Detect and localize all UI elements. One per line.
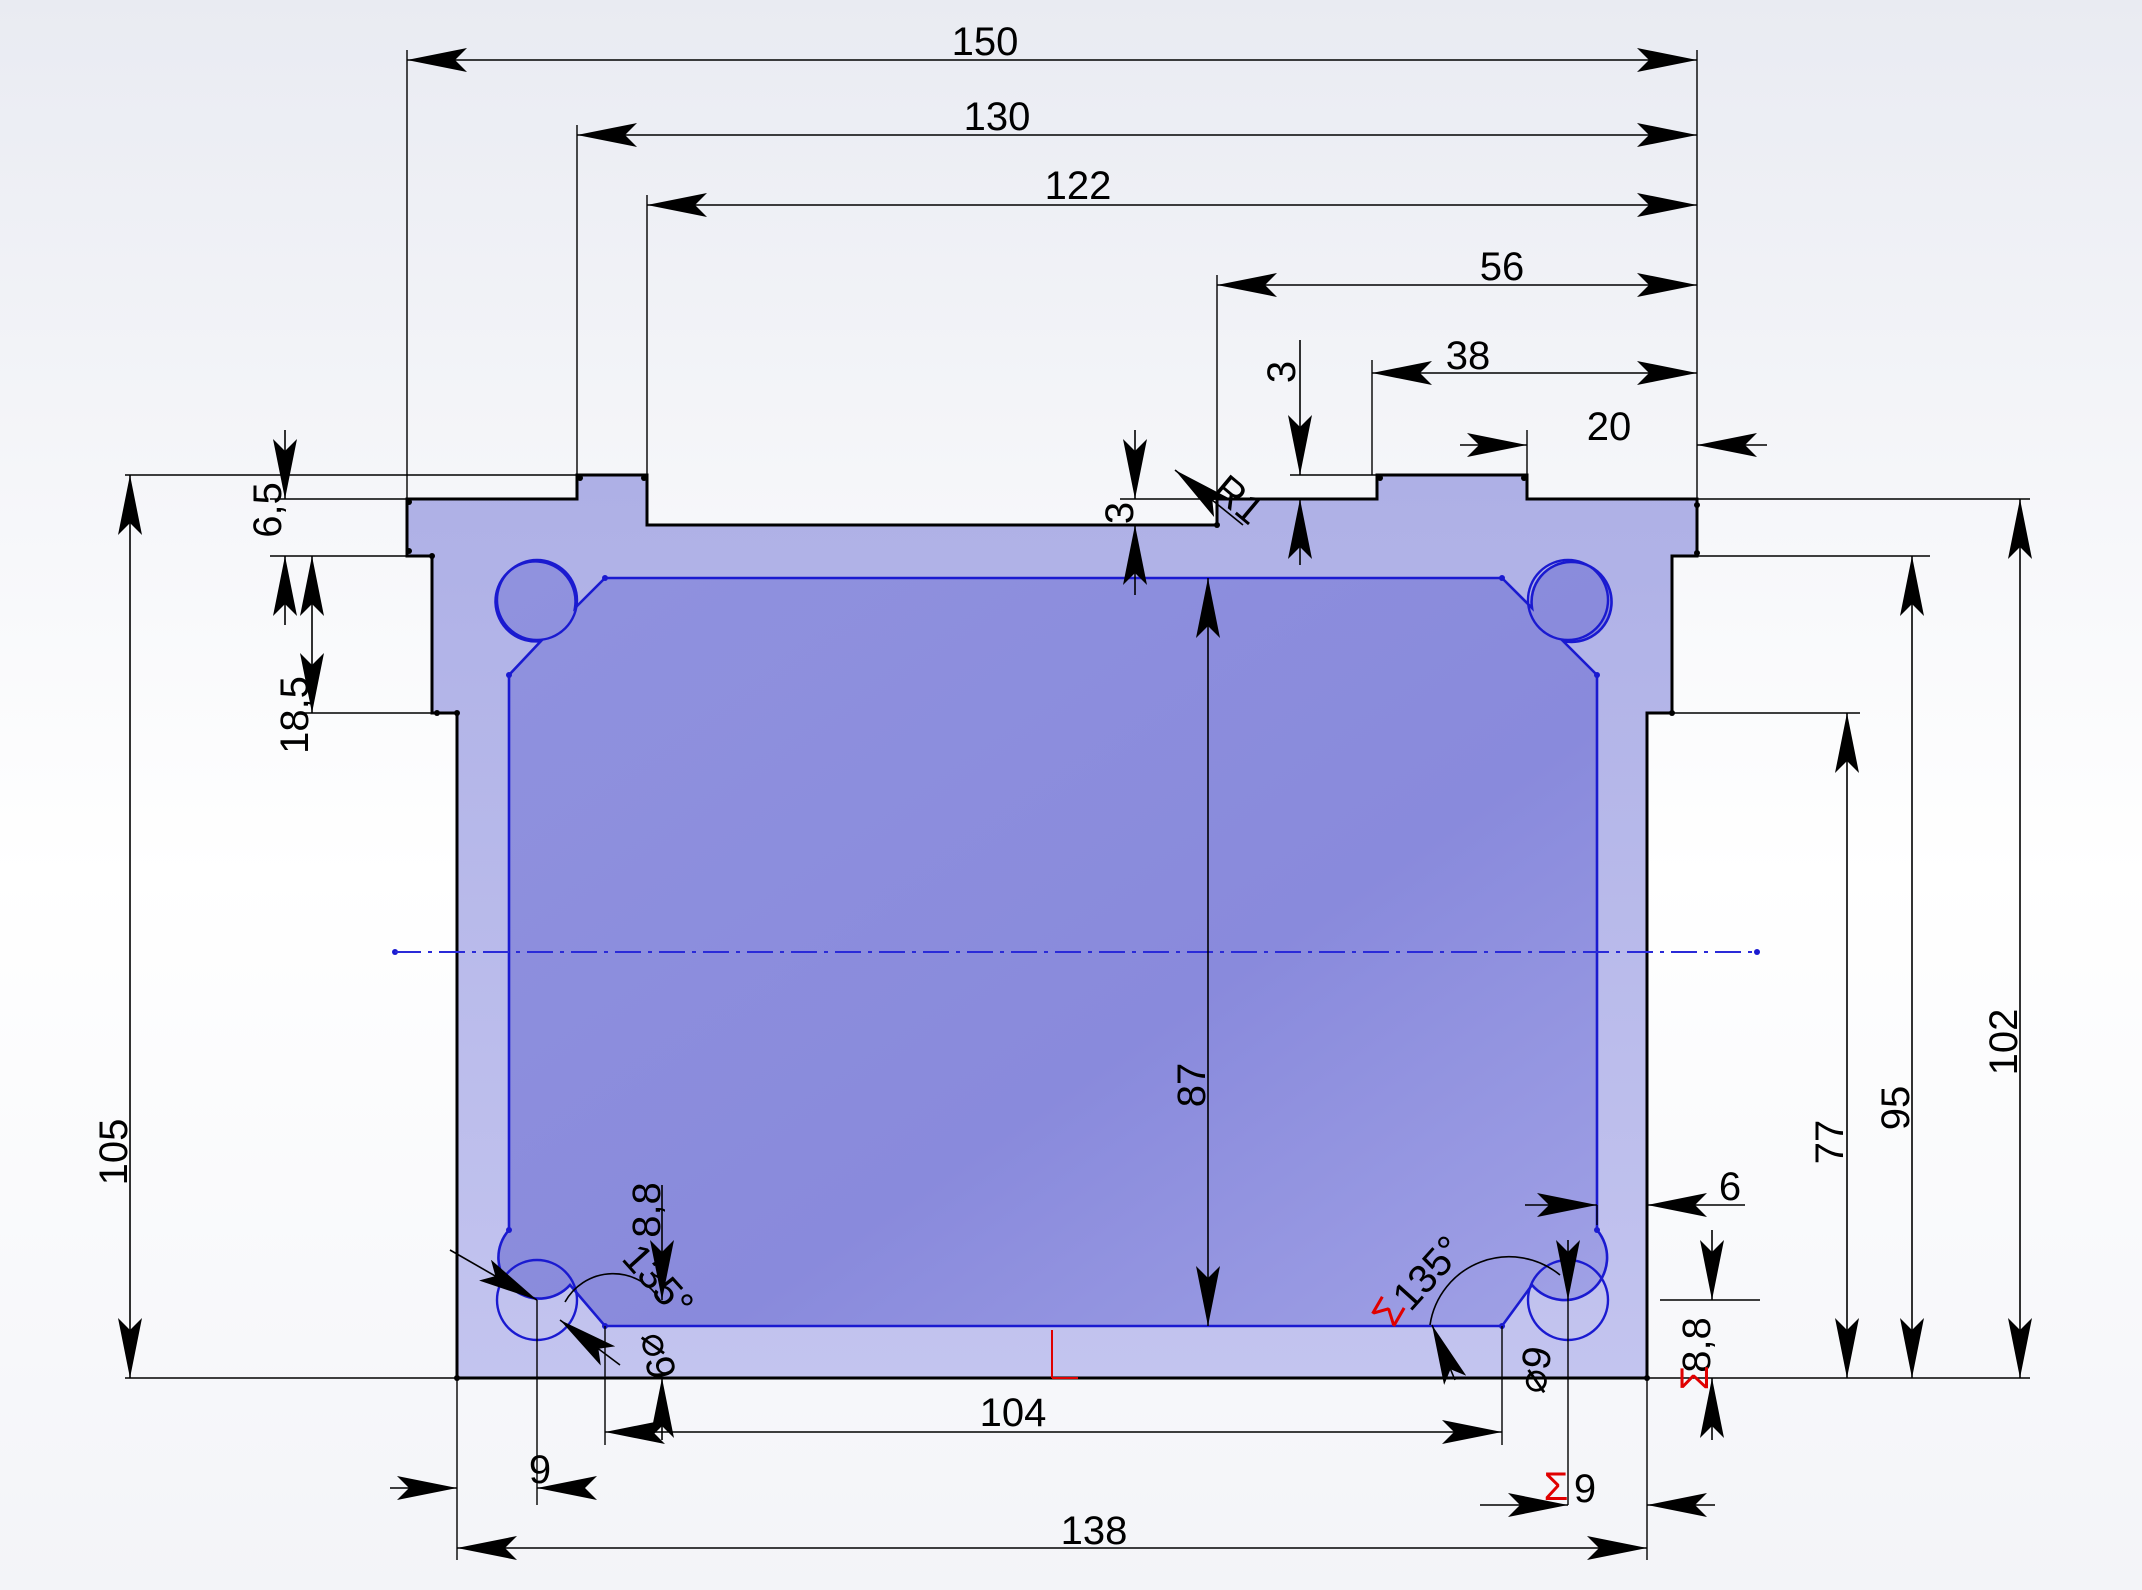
- dim-9-right-label[interactable]: 9: [1574, 1467, 1596, 1511]
- dim-18-5-label[interactable]: 18,5: [273, 676, 317, 754]
- diameter-9-left-label[interactable]: ⌀9: [632, 1329, 683, 1382]
- dim-150-label[interactable]: 150: [952, 20, 1019, 64]
- dim-56-label[interactable]: 56: [1480, 245, 1525, 289]
- dim-6-label[interactable]: 6: [1719, 1165, 1741, 1209]
- dim-3-side-label[interactable]: 3: [1098, 502, 1142, 524]
- dim-122-label[interactable]: 122: [1045, 164, 1112, 208]
- dim-9-left-label[interactable]: 9: [529, 1448, 551, 1492]
- dim-8-8-left-label[interactable]: 8,8: [625, 1182, 669, 1238]
- diameter-9-right-label[interactable]: ⌀9: [1510, 1343, 1561, 1396]
- dim-20-label[interactable]: 20: [1587, 405, 1632, 449]
- dim-38-label[interactable]: 38: [1446, 334, 1491, 378]
- relief-circle-top-left[interactable]: [495, 558, 579, 642]
- dim-87-label[interactable]: 87: [1170, 1063, 1214, 1108]
- dim-95-label[interactable]: 95: [1874, 1086, 1918, 1131]
- dim-138-label[interactable]: 138: [1061, 1509, 1128, 1553]
- origin-marker: [1051, 1330, 1078, 1379]
- dim-102-label[interactable]: 102: [1982, 1009, 2026, 1076]
- dim-105-label[interactable]: 105: [92, 1119, 136, 1186]
- dim-3-top-label[interactable]: 3: [1260, 361, 1304, 383]
- dim-8-8-right-label[interactable]: 8,8: [1675, 1317, 1719, 1373]
- relation-symbol-c[interactable]: Σ: [1673, 1366, 1717, 1391]
- relation-symbol-b[interactable]: Σ: [1544, 1465, 1569, 1509]
- dim-130-label[interactable]: 130: [964, 95, 1031, 139]
- sketch-points: [406, 475, 1700, 1381]
- dim-104-label[interactable]: 104: [980, 1391, 1047, 1435]
- dim-6-5-label[interactable]: 6,5: [246, 482, 290, 538]
- dim-77-label[interactable]: 77: [1808, 1120, 1852, 1165]
- relief-circle-top-right[interactable]: [1526, 558, 1610, 642]
- dimension-lines: [118, 48, 2032, 1560]
